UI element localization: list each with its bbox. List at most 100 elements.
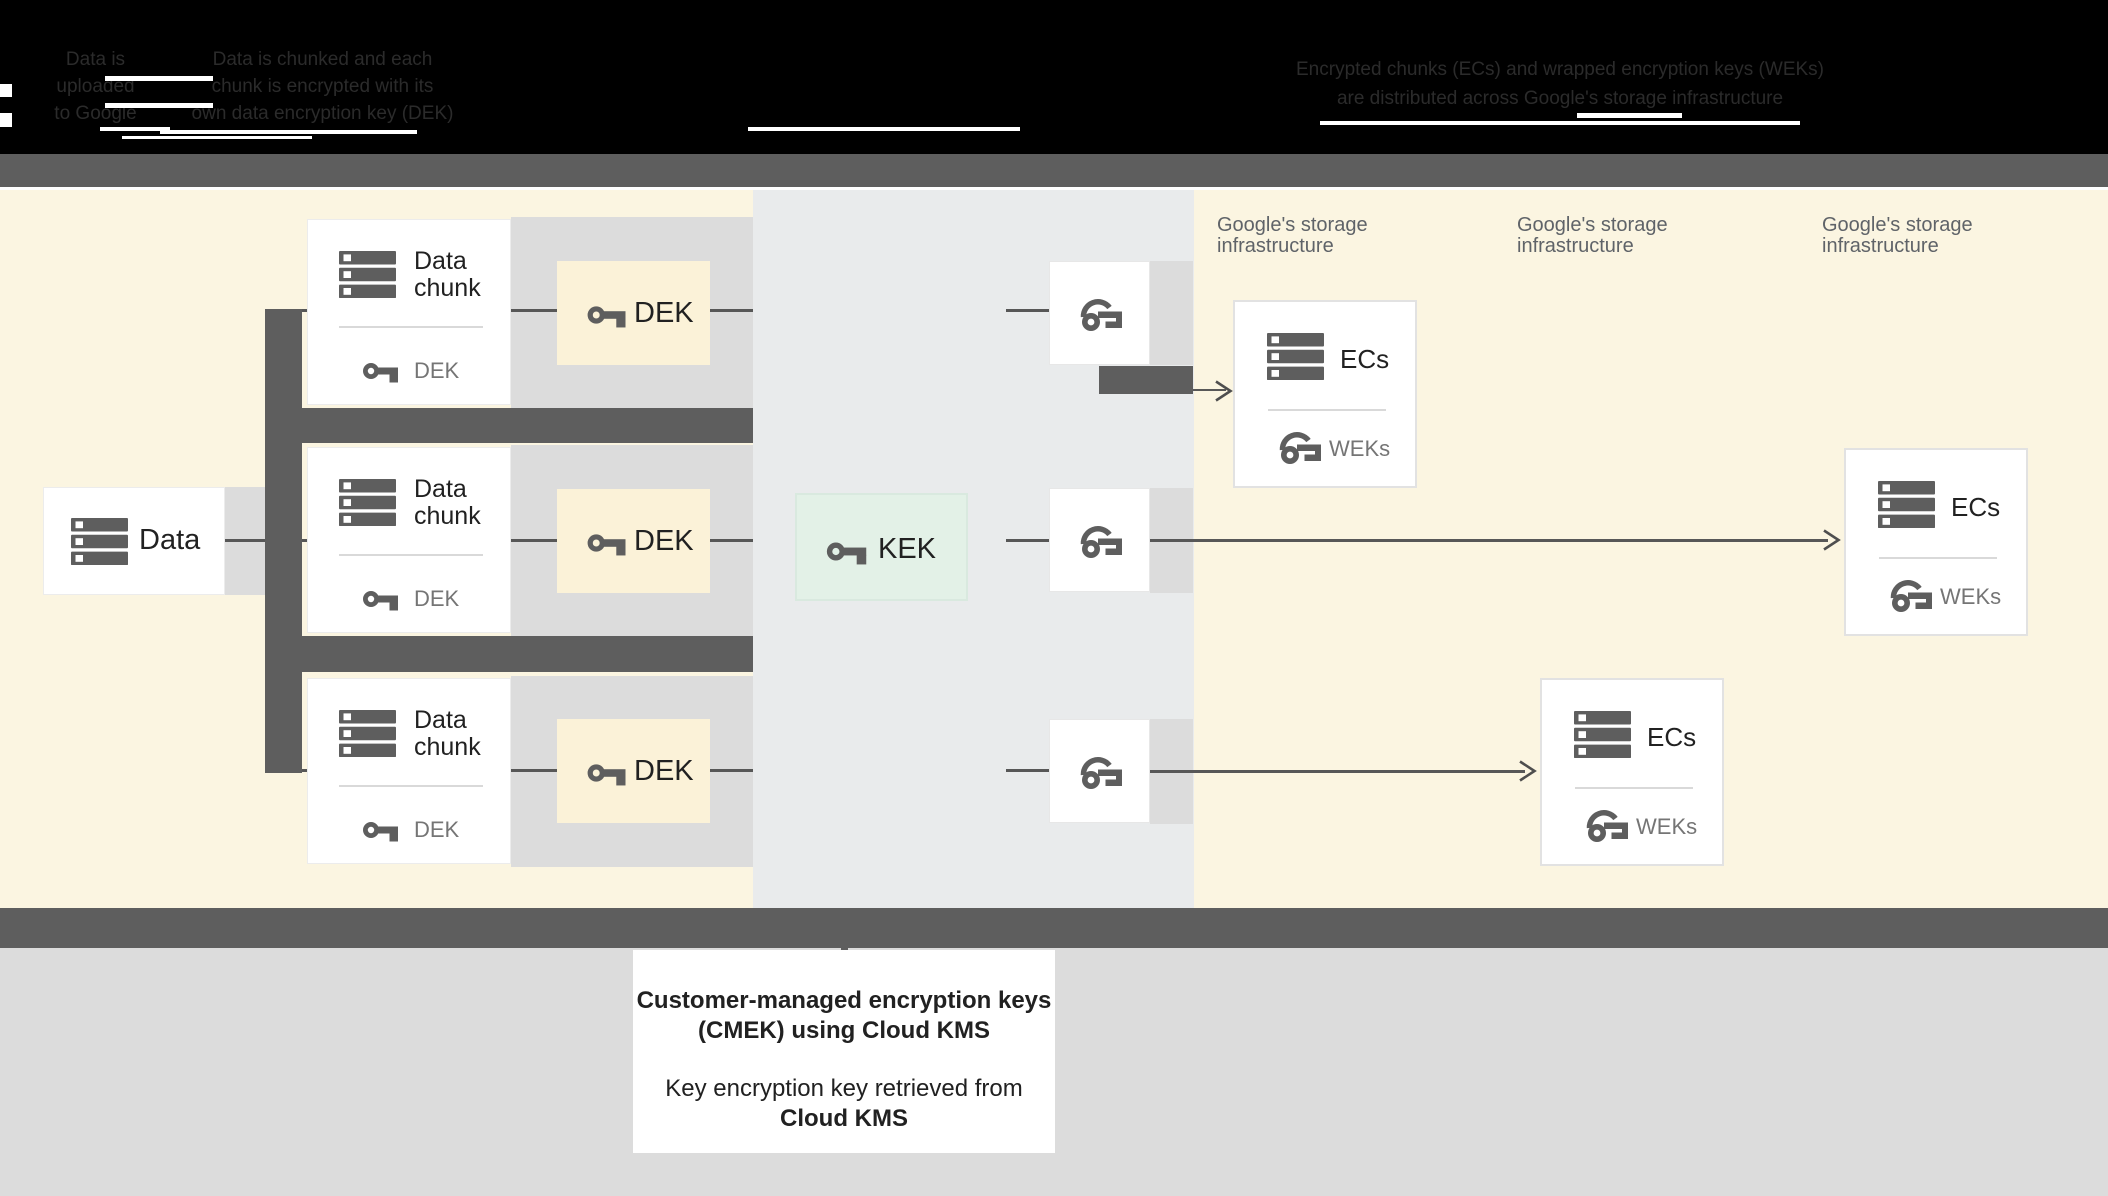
header-step-distribution: Encrypted chunks (ECs) and wrapped encry… (1295, 55, 1825, 113)
redaction-sliver (122, 136, 312, 139)
ecs-title: ECs (1647, 722, 1697, 752)
storage-icon (1878, 481, 1935, 528)
dek-label: DEK (634, 755, 694, 787)
storage-infra-label: Google's storage infrastructure (1217, 215, 1368, 257)
redaction-sliver (100, 127, 170, 131)
header-line: chunk is encrypted with its (211, 76, 434, 97)
storage-icon (1267, 333, 1324, 380)
connector-line (511, 769, 557, 772)
ecs-title: ECs (1951, 492, 2001, 522)
connector-line (710, 769, 753, 772)
redaction-sliver (105, 76, 213, 81)
wrapped-key-icon (1078, 754, 1122, 790)
callout-line: Customer-managed encryption keys (636, 987, 1052, 1014)
redaction-sliver (0, 113, 12, 127)
kek-label: KEK (878, 533, 937, 565)
connector-line (1006, 309, 1049, 312)
storage-icon (339, 710, 396, 757)
header-banner: Data is uploaded to Google Data is chunk… (0, 0, 2108, 154)
wrapped-key-icon (1078, 296, 1122, 332)
callout-spacer (633, 1046, 1055, 1074)
weks-label: WEKs (1329, 436, 1391, 461)
branch-bar (265, 636, 753, 672)
key-icon (363, 822, 398, 842)
callout-line: (CMEK) using Cloud KMS (698, 1017, 990, 1044)
chunk-dek-label: DEK (414, 586, 460, 611)
storage-icon (71, 518, 128, 565)
key-icon (587, 764, 626, 786)
ecs-box: ECs WEKs (1540, 678, 1724, 866)
ecs-box: ECs WEKs (1844, 448, 2028, 636)
key-box-tab (1150, 261, 1193, 365)
storage-icon (339, 251, 396, 298)
data-chunk-box: Data chunk DEK (307, 678, 511, 864)
header-line: uploaded (56, 76, 135, 97)
data-box-label: Data (139, 524, 201, 556)
callout-line: Cloud KMS (780, 1105, 908, 1132)
storage-infra-label: Google's storage infrastructure (1822, 215, 1973, 257)
divider (1879, 557, 1997, 559)
separator-band-top (0, 154, 2108, 187)
dek-label: DEK (634, 525, 694, 557)
branch-bar (265, 408, 753, 443)
wrapped-key-icon (1584, 807, 1628, 843)
header-line: are distributed across Google's storage … (1336, 88, 1784, 109)
wrapping-key-box (1049, 719, 1150, 823)
header-line: Data is chunked and each (212, 49, 433, 70)
dek-box: DEK (557, 261, 710, 365)
wrapped-key-icon (1277, 429, 1321, 465)
arrowhead-icon (1214, 380, 1232, 402)
kek-box: KEK (795, 493, 968, 601)
connector-line (302, 309, 307, 312)
wrapped-key-icon (1888, 577, 1932, 613)
wrapping-key-box (1049, 261, 1150, 365)
connector-line (710, 309, 753, 312)
footer-area: Customer-managed encryption keys (CMEK) … (0, 942, 2108, 1196)
storage-icon (1574, 711, 1631, 758)
dek-box: DEK (557, 719, 710, 823)
key-icon (826, 542, 867, 565)
header-step-chunking: Data is chunked and each chunk is encryp… (170, 46, 475, 127)
redaction-sliver (1320, 121, 1800, 125)
redaction-sliver (748, 127, 1020, 131)
connector-line (511, 539, 557, 542)
ecs-box: ECs WEKs (1233, 300, 1417, 488)
dek-label: DEK (634, 297, 694, 329)
divider (339, 554, 483, 556)
separator-band-bottom (0, 908, 2108, 948)
divider (339, 326, 483, 328)
redaction-sliver (1577, 113, 1682, 118)
dek-box: DEK (557, 489, 710, 593)
data-box: Data (43, 487, 225, 595)
connector-line (710, 539, 753, 542)
key-icon (363, 363, 398, 383)
header-line: Data is (65, 49, 126, 70)
storage-infra-label: Google's storage infrastructure (1517, 215, 1668, 257)
chunk-title: Data chunk (414, 475, 481, 530)
arrow-line (1193, 389, 1226, 391)
redaction-sliver (105, 103, 213, 108)
weks-label: WEKs (1940, 584, 2002, 609)
storage-infra-line: Google's storage (1217, 214, 1368, 236)
header-line: to Google (54, 103, 137, 124)
callout-connector (841, 942, 848, 952)
storage-infra-line: Google's storage (1822, 214, 1973, 236)
cmek-callout: Customer-managed encryption keys (CMEK) … (633, 950, 1055, 1153)
storage-infra-line: infrastructure (1517, 235, 1634, 257)
branch-trunk (265, 309, 302, 773)
redaction-sliver (160, 130, 417, 134)
arrow-line (1150, 770, 1525, 773)
arrow-line (1150, 539, 1828, 542)
storage-icon (339, 479, 396, 526)
data-chunk-box: Data chunk DEK (307, 447, 511, 633)
divider (1575, 787, 1693, 789)
key-icon (363, 591, 398, 611)
header-line: Encrypted chunks (ECs) and wrapped encry… (1296, 59, 1824, 80)
redaction-sliver (0, 84, 12, 97)
key-icon (587, 534, 626, 556)
callout-line: Key encryption key retrieved from (665, 1075, 1023, 1102)
connector-line (1006, 539, 1049, 542)
connector-line (511, 309, 557, 312)
connector-line (302, 769, 307, 772)
